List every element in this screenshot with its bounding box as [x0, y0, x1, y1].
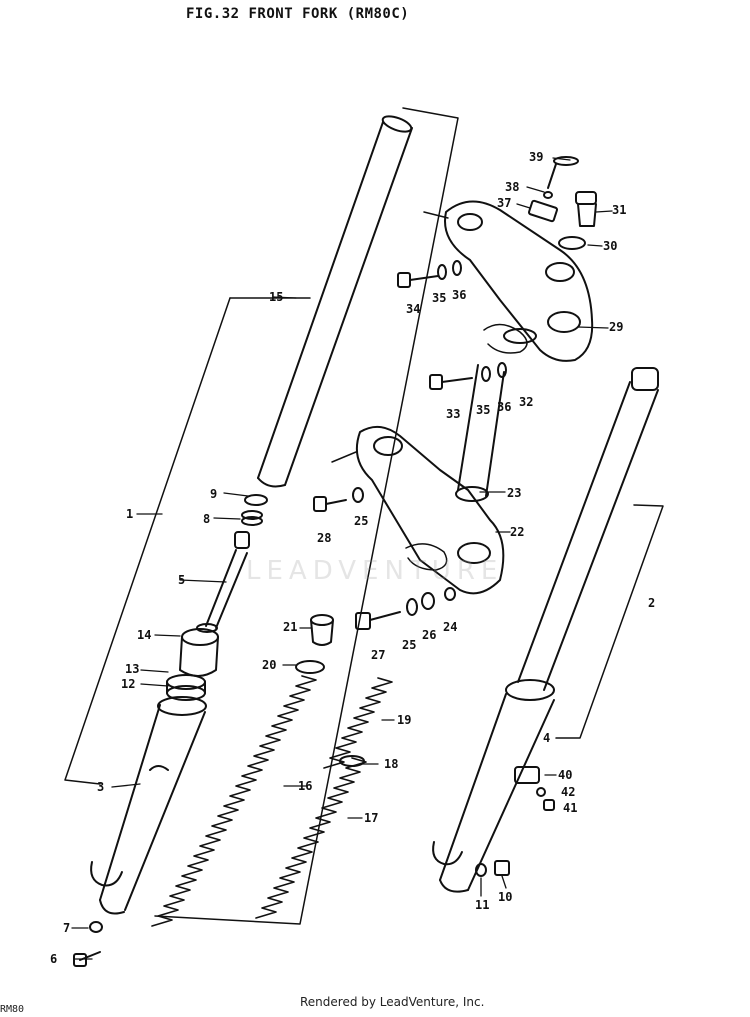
part-label: 25 [402, 638, 417, 652]
right-fork-assembly [432, 367, 659, 893]
part-label: 30 [603, 239, 618, 253]
part-label: 36 [452, 288, 467, 302]
figure-title: FIG.32 FRONT FORK (RM80C) [186, 6, 410, 22]
part-label: 33 [446, 407, 461, 421]
part-label: 37 [497, 196, 512, 210]
o-ring-24 [405, 543, 448, 571]
part-label: 2 [648, 596, 656, 610]
bolts [73, 156, 597, 967]
part-label: 6 [50, 952, 58, 966]
part-label: 3 [97, 780, 105, 794]
part-label: 41 [563, 801, 578, 815]
left-inner-tube [257, 115, 413, 488]
part-label: 22 [510, 525, 525, 539]
part-label: 36 [497, 400, 512, 414]
part-label: 17 [364, 811, 379, 825]
upper-bracket [444, 200, 594, 362]
part-label: 23 [507, 486, 522, 500]
left-outer-tube [90, 696, 207, 915]
part-label: 4 [543, 731, 551, 745]
spring-17 [255, 677, 393, 919]
part-label: 18 [384, 757, 399, 771]
part-label: 20 [262, 658, 277, 672]
part-label: 29 [609, 320, 624, 334]
part-label: 38 [505, 180, 520, 194]
part-label: 21 [283, 620, 298, 634]
lower-bracket [356, 364, 505, 595]
part-label: 14 [137, 628, 152, 642]
part-label: 32 [519, 395, 534, 409]
part-label: 35 [476, 403, 491, 417]
damper-rod [205, 494, 268, 629]
part-label: 25 [354, 514, 369, 528]
part-label: 40 [558, 768, 573, 782]
part-label: 34 [406, 302, 421, 316]
seals-and-bushing [166, 623, 219, 701]
group-brackets [64, 107, 664, 925]
part-label: 8 [203, 512, 211, 526]
corner-page-code: RM80 [0, 1004, 25, 1015]
washer-20 [295, 660, 325, 674]
part-label: 24 [443, 620, 458, 634]
footer-credit: Rendered by LeadVenture, Inc. [300, 995, 485, 1009]
part-label: 10 [498, 890, 513, 904]
part-label: 26 [422, 628, 437, 642]
part-label: 16 [298, 779, 313, 793]
part-label: 11 [475, 898, 490, 912]
part-label: 15 [269, 290, 284, 304]
o-ring-32 [483, 323, 528, 354]
part-label: 31 [612, 203, 627, 217]
spacer-18 [339, 755, 365, 767]
part-label: 12 [121, 677, 136, 691]
part-label: 39 [529, 150, 544, 164]
part-label: 1 [126, 507, 134, 521]
watermark: LEADVENTURE [246, 556, 504, 586]
part-label: 28 [317, 531, 332, 545]
part-label: 19 [397, 713, 412, 727]
part-label: 13 [125, 662, 140, 676]
part-label: 5 [178, 573, 186, 587]
part-label: 42 [561, 785, 576, 799]
part-label: 7 [63, 921, 71, 935]
spring-16 [151, 675, 317, 927]
part-label: 27 [371, 648, 386, 662]
part-label: 9 [210, 487, 218, 501]
leader-lines [71, 157, 613, 960]
cap-bolt-21 [310, 614, 334, 646]
part-label: 35 [432, 291, 447, 305]
